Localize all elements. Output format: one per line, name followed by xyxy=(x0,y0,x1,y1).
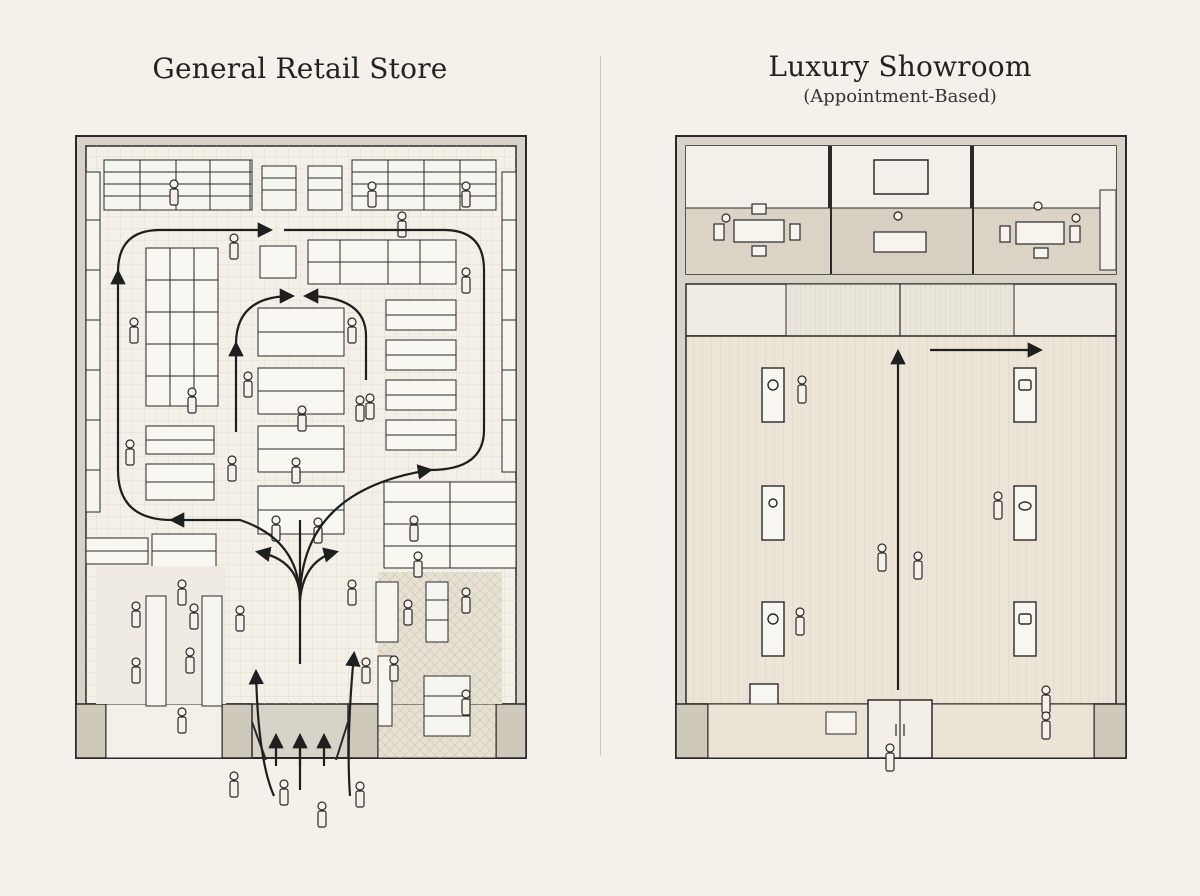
retail-door-left xyxy=(251,721,267,761)
welcome-sign xyxy=(825,711,857,735)
panel-divider xyxy=(600,56,601,756)
retail-front-pillar-right xyxy=(495,703,527,759)
side-wall-shelves xyxy=(85,171,517,513)
showroom-front-pillar-right xyxy=(1093,703,1127,759)
retail-front-pillar-mid-right xyxy=(347,703,379,759)
showroom-front-pillar-left xyxy=(675,703,709,759)
showroom-people xyxy=(795,211,1051,772)
wall-display-screen xyxy=(873,159,929,195)
retail-store-plan xyxy=(75,135,527,828)
retail-flow-arrows xyxy=(110,222,486,797)
luxury-showroom-plan xyxy=(675,135,1127,772)
retail-front-pillar-left xyxy=(75,703,107,759)
showroom-floor xyxy=(685,335,1117,705)
retail-shoppers xyxy=(125,179,471,828)
back-wall-shelves xyxy=(103,159,497,211)
right-panel-title: Luxury Showroom xyxy=(768,50,1032,83)
showroom-flow-arrows xyxy=(890,342,1044,690)
retail-door-right xyxy=(335,721,349,761)
left-panel-title: General Retail Store xyxy=(152,52,448,85)
retail-front-pillar-mid-left xyxy=(221,703,253,759)
service-desks xyxy=(145,581,471,737)
aisle-shelving xyxy=(85,239,517,569)
right-panel-subtitle: (Appointment-Based) xyxy=(803,86,997,107)
